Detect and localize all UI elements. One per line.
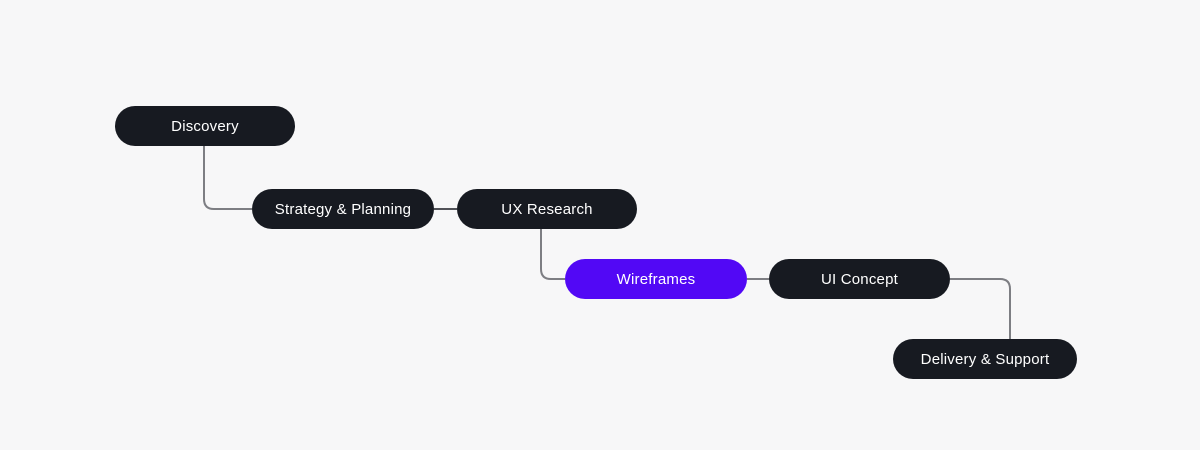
node-wireframes[interactable]: Wireframes xyxy=(565,259,747,299)
connector-discovery-to-strategy xyxy=(203,146,252,210)
node-discovery[interactable]: Discovery xyxy=(115,106,295,146)
node-discovery-label: Discovery xyxy=(171,117,239,135)
node-delivery-support[interactable]: Delivery & Support xyxy=(893,339,1077,379)
connector-ui-concept-to-delivery xyxy=(950,278,1011,339)
node-delivery-support-label: Delivery & Support xyxy=(920,350,1050,368)
node-ux-research-label: UX Research xyxy=(501,200,593,218)
node-strategy-planning-label: Strategy & Planning xyxy=(274,200,412,218)
connector-ux-research-to-wireframes xyxy=(540,229,565,280)
node-ui-concept-label: UI Concept xyxy=(820,270,899,288)
node-ui-concept[interactable]: UI Concept xyxy=(769,259,950,299)
node-ux-research[interactable]: UX Research xyxy=(457,189,637,229)
node-wireframes-label: Wireframes xyxy=(616,270,696,288)
node-strategy-planning[interactable]: Strategy & Planning xyxy=(252,189,434,229)
